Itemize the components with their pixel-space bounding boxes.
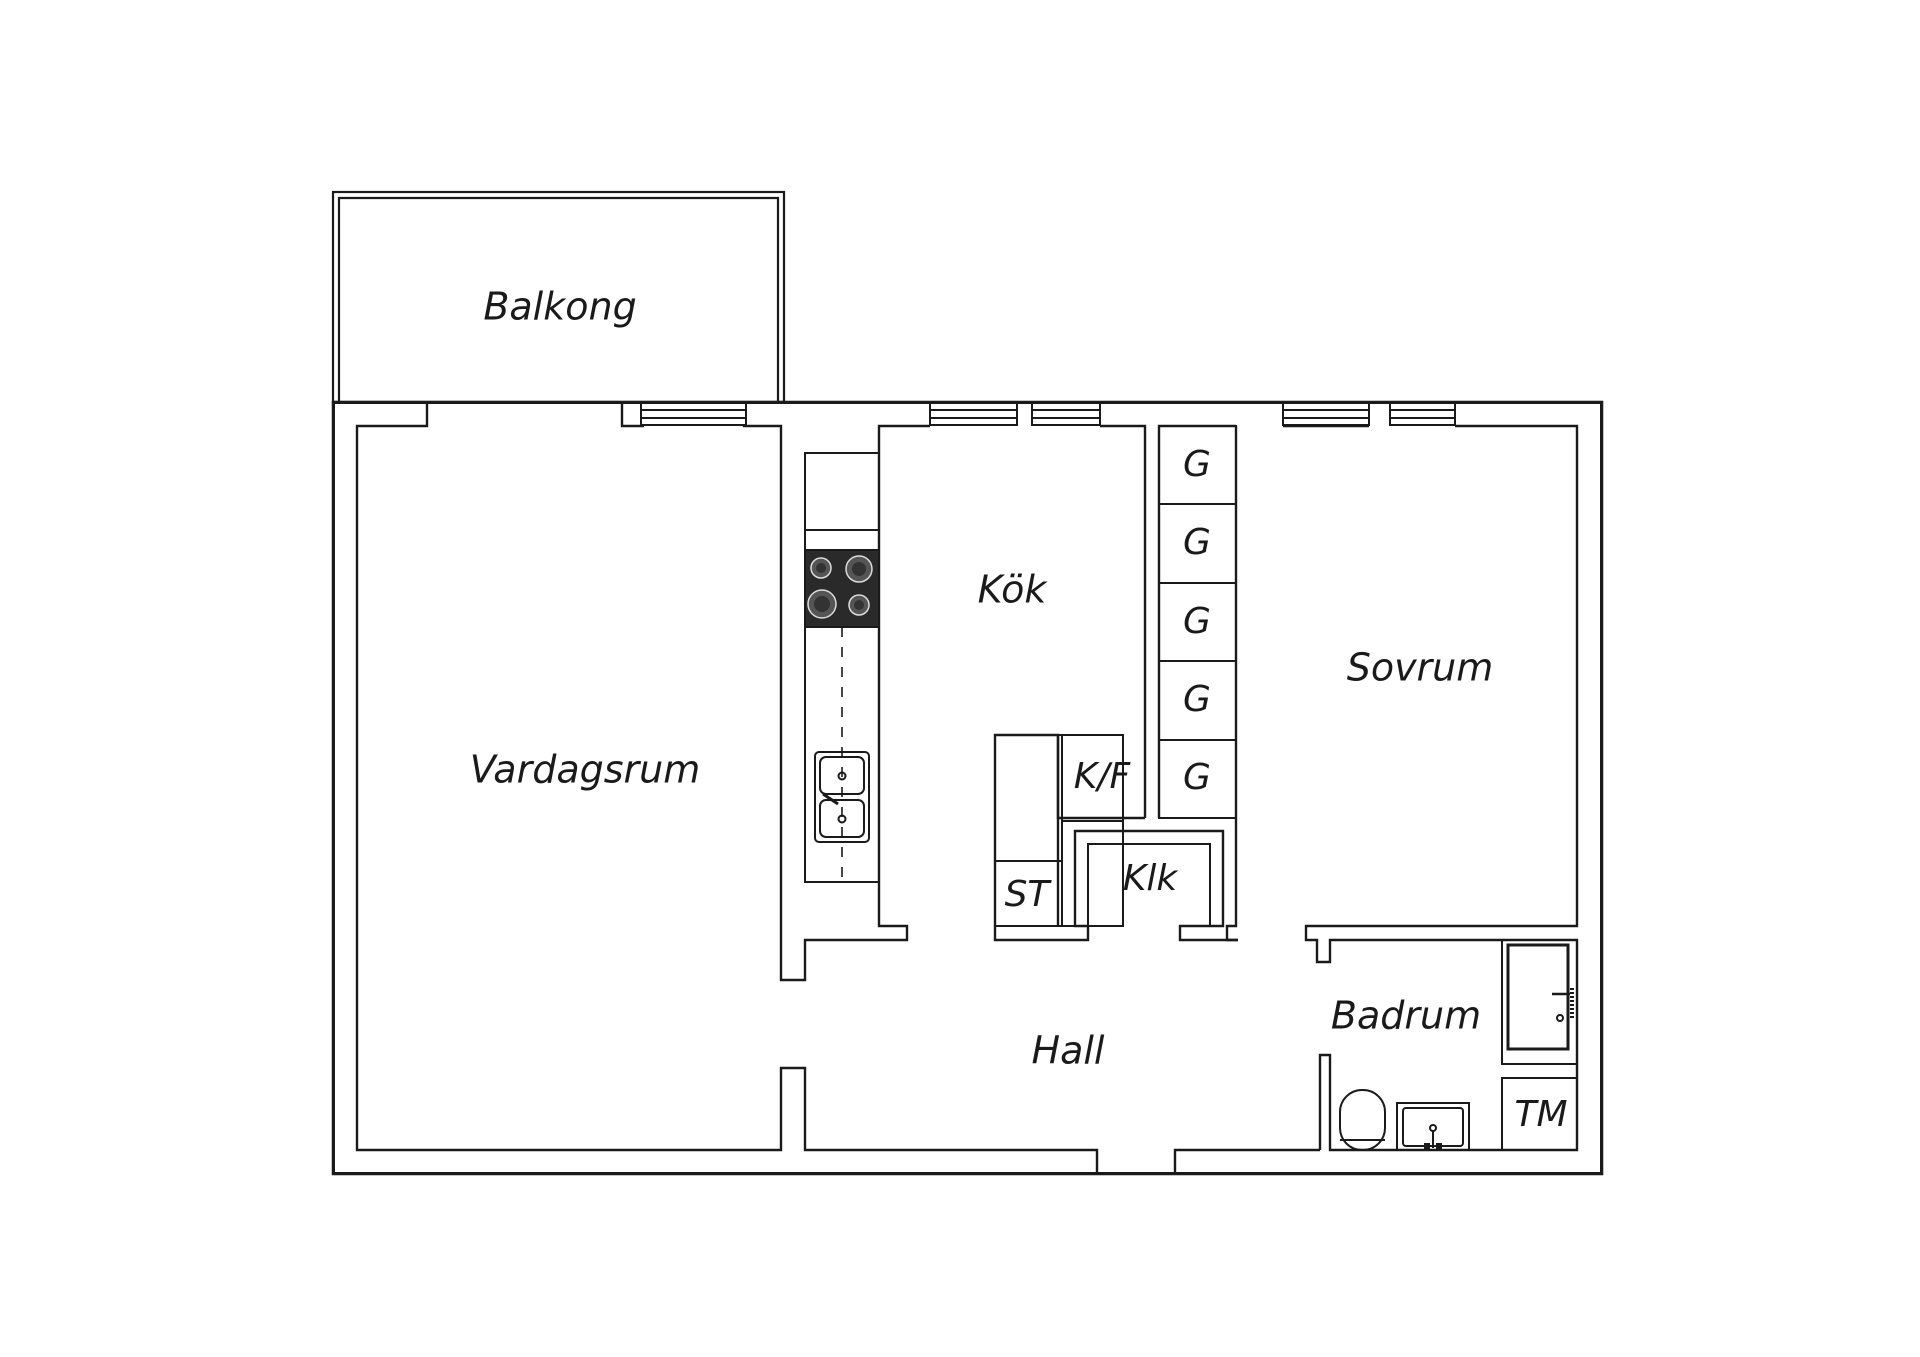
klk-closet: [1074, 830, 1224, 926]
balcony: [331, 190, 786, 404]
window-vardagsrum: [640, 402, 747, 426]
windows: [640, 402, 1456, 426]
wardrobe-label: G: [1183, 444, 1211, 485]
room-labels: Balkong Vardagsrum Kök Sovrum Hall Badru…: [470, 285, 1568, 1136]
room-label-kok: Kök: [978, 568, 1049, 612]
stove-icon: [804, 549, 880, 628]
wardrobe-label: G: [1183, 522, 1211, 563]
room-label-badrum: Badrum: [1331, 994, 1481, 1038]
kitchen-fixtures: [994, 734, 1124, 927]
room-label-sovrum: Sovrum: [1347, 646, 1494, 690]
room-label-balkong: Balkong: [483, 285, 636, 329]
fixture-label-st: ST: [1005, 874, 1053, 915]
window-kok-1: [929, 402, 1018, 426]
fixture-label-klk: Klk: [1123, 858, 1180, 899]
wardrobe-label: G: [1183, 601, 1211, 642]
bathroom-fixtures: [1339, 939, 1578, 1151]
fixture-label-tm: TM: [1514, 1094, 1567, 1135]
room-label-vardagsrum: Vardagsrum: [470, 748, 701, 792]
wardrobe-label: G: [1183, 679, 1211, 720]
wardrobes: [1158, 425, 1237, 819]
fixture-label-kf: K/F: [1074, 756, 1132, 797]
wardrobe-label: G: [1183, 757, 1211, 798]
window-sovrum-2: [1389, 402, 1456, 426]
kitchen-sink-icon: [814, 751, 870, 843]
window-kok-2: [1031, 402, 1101, 426]
room-label-hall: Hall: [1032, 1029, 1105, 1073]
wall-fill: [335, 404, 1600, 1172]
window-sovrum-1: [1282, 402, 1370, 426]
